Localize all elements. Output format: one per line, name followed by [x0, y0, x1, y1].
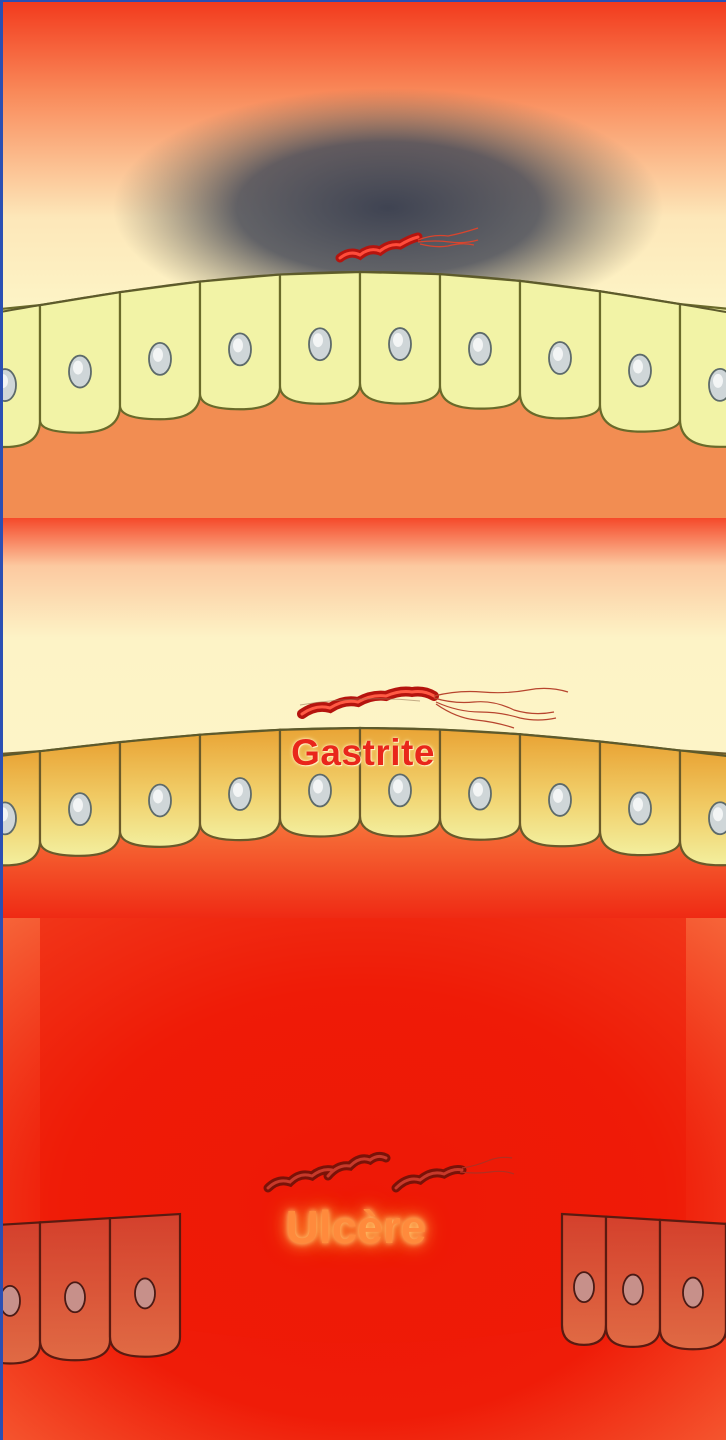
nucleus-highlight	[553, 347, 563, 361]
nucleus-highlight	[73, 361, 83, 375]
nucleus-highlight	[153, 348, 163, 362]
nucleus-highlight	[713, 807, 723, 821]
left-border	[0, 0, 3, 1440]
nucleus-highlight	[313, 333, 323, 347]
ulcer-edge-cells-right	[562, 1214, 726, 1351]
cell-nucleus-icon	[683, 1278, 703, 1308]
panel-gastritis: Gastrite	[0, 518, 726, 918]
nucleus-highlight	[313, 780, 323, 794]
nucleus-highlight	[473, 783, 483, 797]
nucleus-highlight	[73, 798, 83, 812]
nucleus-highlight	[473, 338, 483, 352]
nucleus-highlight	[393, 779, 403, 793]
cell-nucleus-icon	[65, 1282, 85, 1312]
panel-gastritis-svg	[0, 518, 726, 918]
nucleus-highlight	[153, 789, 163, 803]
nucleus-highlight	[633, 797, 643, 811]
nucleus-highlight	[233, 338, 243, 352]
ulcere-label: Ulcère	[286, 1200, 427, 1254]
ulcer-edge-cells-left	[0, 1214, 180, 1364]
nucleus-highlight	[713, 374, 723, 388]
gastrite-label: Gastrite	[291, 732, 435, 774]
panel-ulcer: Ulcère	[0, 918, 726, 1440]
panel-ulcer-svg	[0, 918, 726, 1440]
cell-nucleus-icon	[574, 1272, 594, 1302]
cell-nucleus-icon	[0, 1286, 20, 1316]
nucleus-highlight	[553, 789, 563, 803]
cell-nucleus-icon	[135, 1278, 155, 1308]
cell-nucleus-icon	[623, 1275, 643, 1305]
panel-normal-svg	[0, 0, 726, 518]
top-border	[0, 0, 726, 2]
panel-normal-mucosa	[0, 0, 726, 518]
nucleus-highlight	[393, 333, 403, 347]
nucleus-highlight	[633, 360, 643, 374]
nucleus-highlight	[233, 783, 243, 797]
